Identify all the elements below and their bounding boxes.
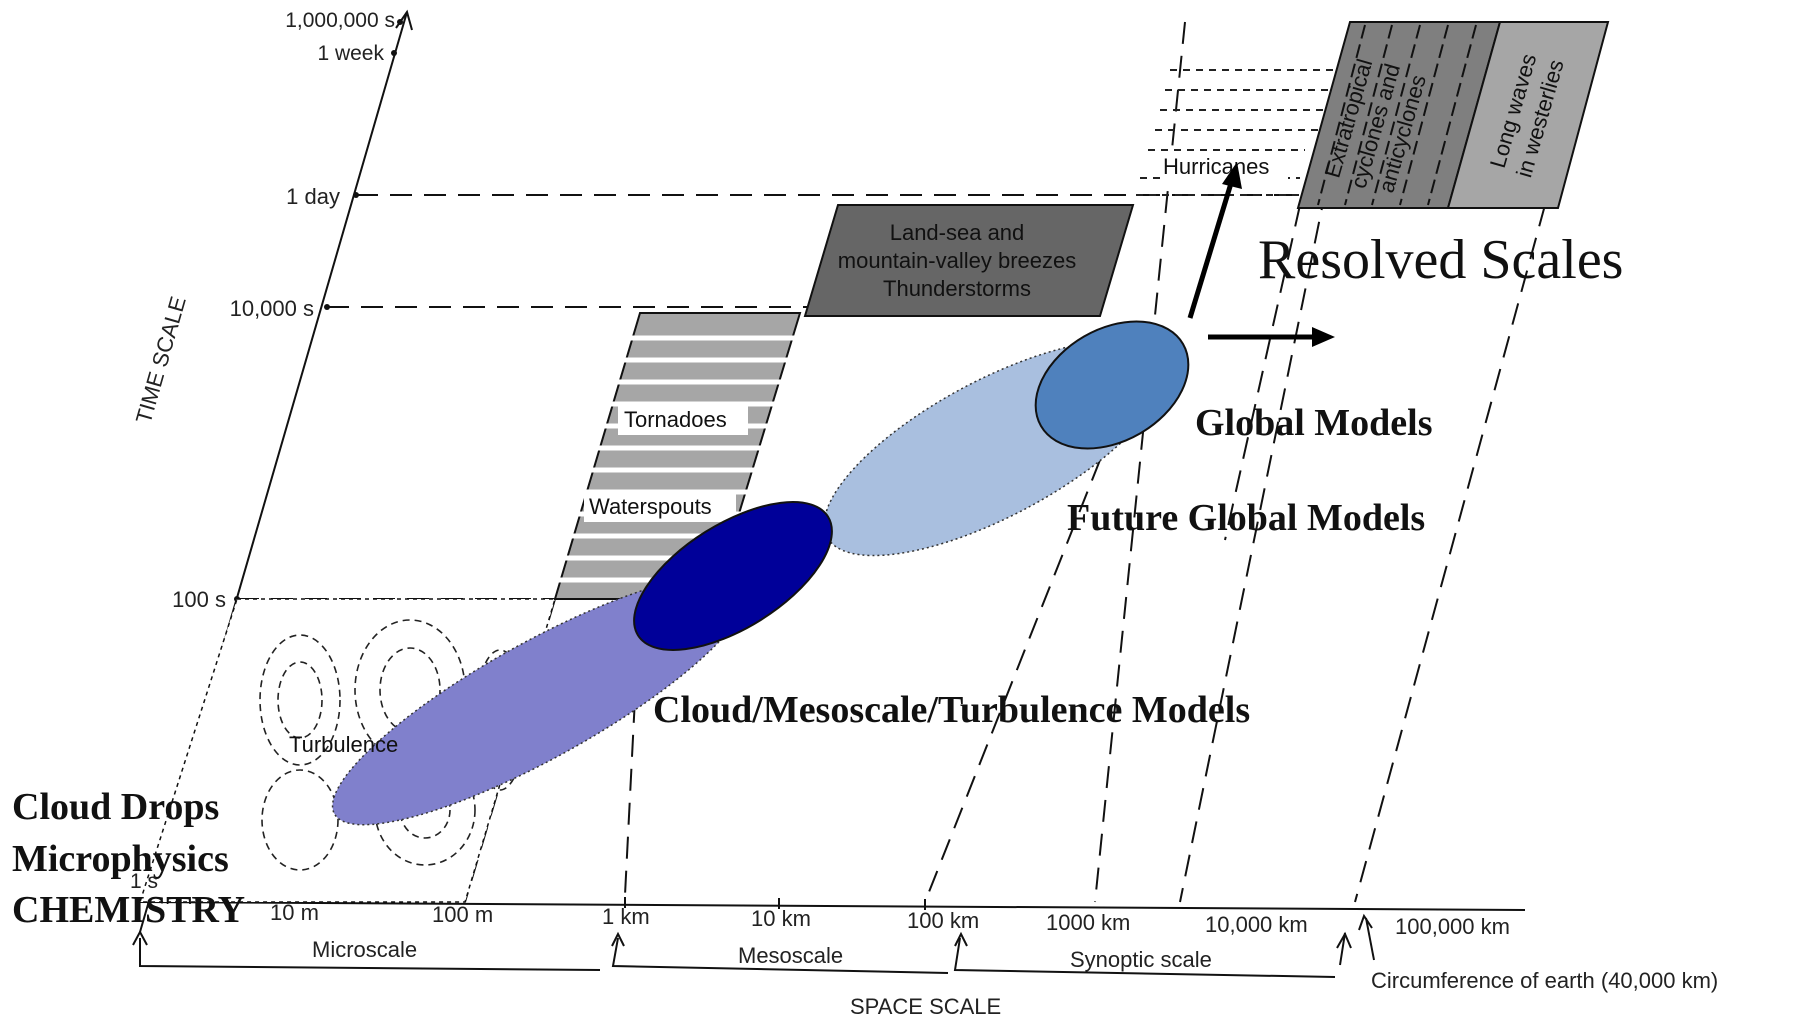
space-tick-100km: 100 km <box>907 908 979 933</box>
resolved-scales-label: Resolved Scales <box>1258 229 1623 291</box>
global-models-label: Global Models <box>1195 402 1433 444</box>
longwaves-region <box>1446 21 1610 209</box>
space-tick-10000km: 10,000 km <box>1205 912 1308 937</box>
breezes-line-3: Thunderstorms <box>883 276 1031 301</box>
microphysics-line-3: CHEMISTRY <box>12 889 245 931</box>
tornadoes-label: Tornadoes <box>624 407 727 432</box>
time-axis-title: TIME SCALE <box>131 294 191 427</box>
space-tick-1km: 1 km <box>602 904 650 929</box>
turbulence-label: Turbulence <box>289 732 398 757</box>
hurricanes-label: Hurricanes <box>1163 154 1269 179</box>
space-tick-100m: 100 m <box>432 902 493 927</box>
resolved-scale-arrows <box>1187 162 1335 347</box>
waterspouts-label: Waterspouts <box>589 494 712 519</box>
global-model-ellipse <box>1034 320 1190 450</box>
mesoscale-model-ellipse <box>633 501 833 651</box>
space-tick-1000km: 1000 km <box>1046 910 1130 935</box>
breezes-region <box>803 204 1135 317</box>
time-tick-10000s: 10,000 s <box>230 296 314 321</box>
time-tick-1week: 1 week <box>317 42 384 65</box>
space-ticks <box>624 897 926 910</box>
space-tick-10m: 10 m <box>270 900 319 925</box>
future-global-models-label: Future Global Models <box>1067 497 1425 539</box>
breezes-line-2: mountain-valley breezes <box>838 248 1076 273</box>
time-tick-100s: 100 s <box>172 587 226 612</box>
space-tick-10km: 10 km <box>751 906 811 931</box>
scale-brackets <box>132 913 1375 978</box>
mesoscale-label: Mesoscale <box>738 943 843 968</box>
hurricanes-region <box>1136 69 1335 196</box>
space-tick-100000km: 100,000 km <box>1395 914 1510 939</box>
microscale-label: Microscale <box>312 937 417 962</box>
time-tick-1day: 1 day <box>286 184 340 209</box>
tornado-region <box>553 312 802 600</box>
space-axis-title: SPACE SCALE <box>850 994 1001 1019</box>
microphysics-line-1: Cloud Drops <box>12 786 219 828</box>
earth-circumference-label: Circumference of earth (40,000 km) <box>1371 968 1718 993</box>
space-axis-line <box>139 901 1526 911</box>
microphysics-line-2: Microphysics <box>12 838 229 880</box>
cloud-mesoscale-models-label: Cloud/Mesoscale/Turbulence Models <box>653 689 1250 731</box>
time-tick-1s: 1 s <box>130 870 158 893</box>
breezes-line-1: Land-sea and <box>890 220 1025 245</box>
time-tick-1000000s: 1,000,000 s <box>285 9 395 32</box>
synoptic-scale-label: Synoptic scale <box>1070 947 1212 972</box>
